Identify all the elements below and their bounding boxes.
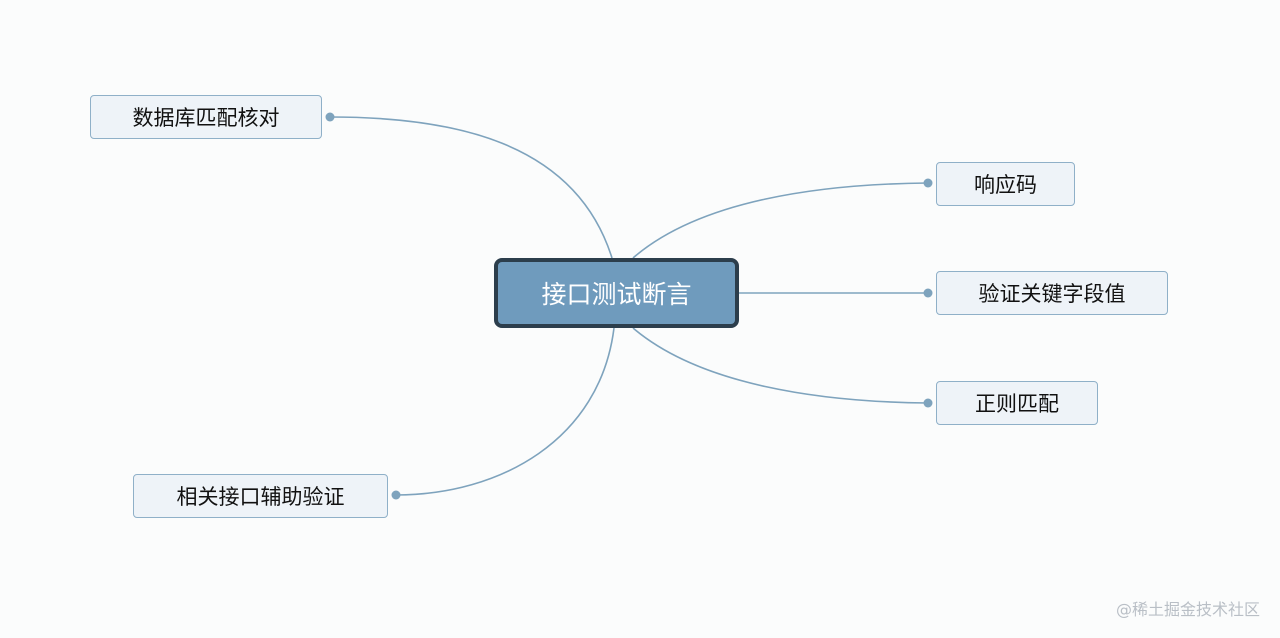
- branch-node-related-api[interactable]: 相关接口辅助验证: [133, 474, 388, 518]
- connector-db: [329, 116, 613, 259]
- connector-dot-rel: [391, 490, 401, 500]
- watermark: @稀土掘金技术社区: [1115, 600, 1260, 619]
- branch-node-regex-match[interactable]: 正则匹配: [936, 381, 1098, 425]
- connector-dot-code: [923, 178, 933, 188]
- branch-node-key-field-value[interactable]: 验证关键字段值: [936, 271, 1168, 315]
- center-node[interactable]: 接口测试断言: [494, 258, 739, 328]
- connector-dot-field: [923, 288, 933, 298]
- connector-dot-regex: [923, 398, 933, 408]
- connector-rel: [395, 327, 615, 496]
- branch-node-response-code[interactable]: 响应码: [936, 162, 1075, 206]
- connector-code: [632, 182, 929, 259]
- connector-regex: [632, 327, 929, 404]
- branch-node-database-match[interactable]: 数据库匹配核对: [90, 95, 322, 139]
- connector-dot-db: [325, 112, 335, 122]
